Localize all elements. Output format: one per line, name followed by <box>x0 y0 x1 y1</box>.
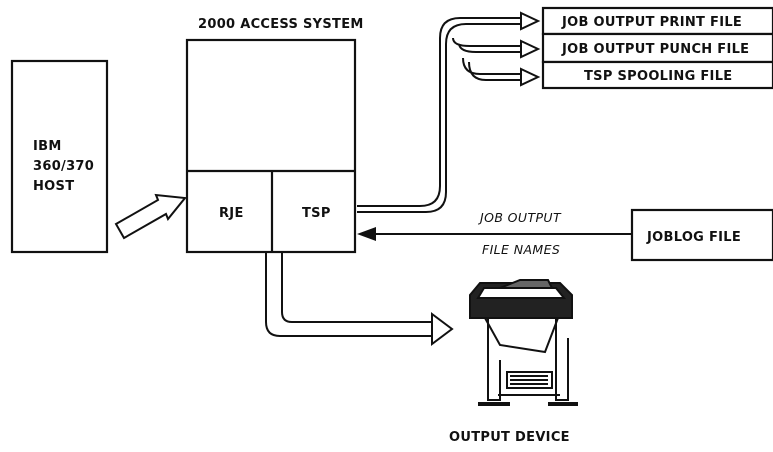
file-label-2: JOB OUTPUT PUNCH FILE <box>561 42 749 57</box>
file-arrowheads <box>521 13 538 85</box>
file-label-3: TSP SPOOLING FILE <box>584 69 732 84</box>
ibm-host-box: IBM 360/370 HOST <box>12 61 107 252</box>
file-label-1: JOB OUTPUT PRINT FILE <box>561 15 742 30</box>
file-boxes: JOB OUTPUT PRINT FILE JOB OUTPUT PUNCH F… <box>543 8 773 88</box>
printer-icon <box>470 280 578 404</box>
joblog-to-tsp-arrow <box>357 227 632 241</box>
rje-to-output-arrow <box>266 252 452 344</box>
joblog-label: JOBLOG FILE <box>646 230 741 245</box>
job-output-line-2: FILE NAMES <box>482 242 560 257</box>
host-label-line-2: 360/370 <box>33 159 94 174</box>
host-label-line-3: HOST <box>33 179 74 194</box>
host-to-rje-arrow <box>116 195 185 238</box>
tsp-to-files-pipes <box>357 18 521 212</box>
tsp-label: TSP <box>302 206 331 221</box>
rje-label: RJE <box>219 206 244 221</box>
output-device-label: OUTPUT DEVICE <box>449 430 570 445</box>
system-title: 2000 ACCESS SYSTEM <box>198 17 364 32</box>
host-label-line-1: IBM <box>33 139 62 154</box>
joblog-file-box: JOBLOG FILE <box>632 210 773 260</box>
job-output-line-1: JOB OUTPUT <box>477 210 562 225</box>
